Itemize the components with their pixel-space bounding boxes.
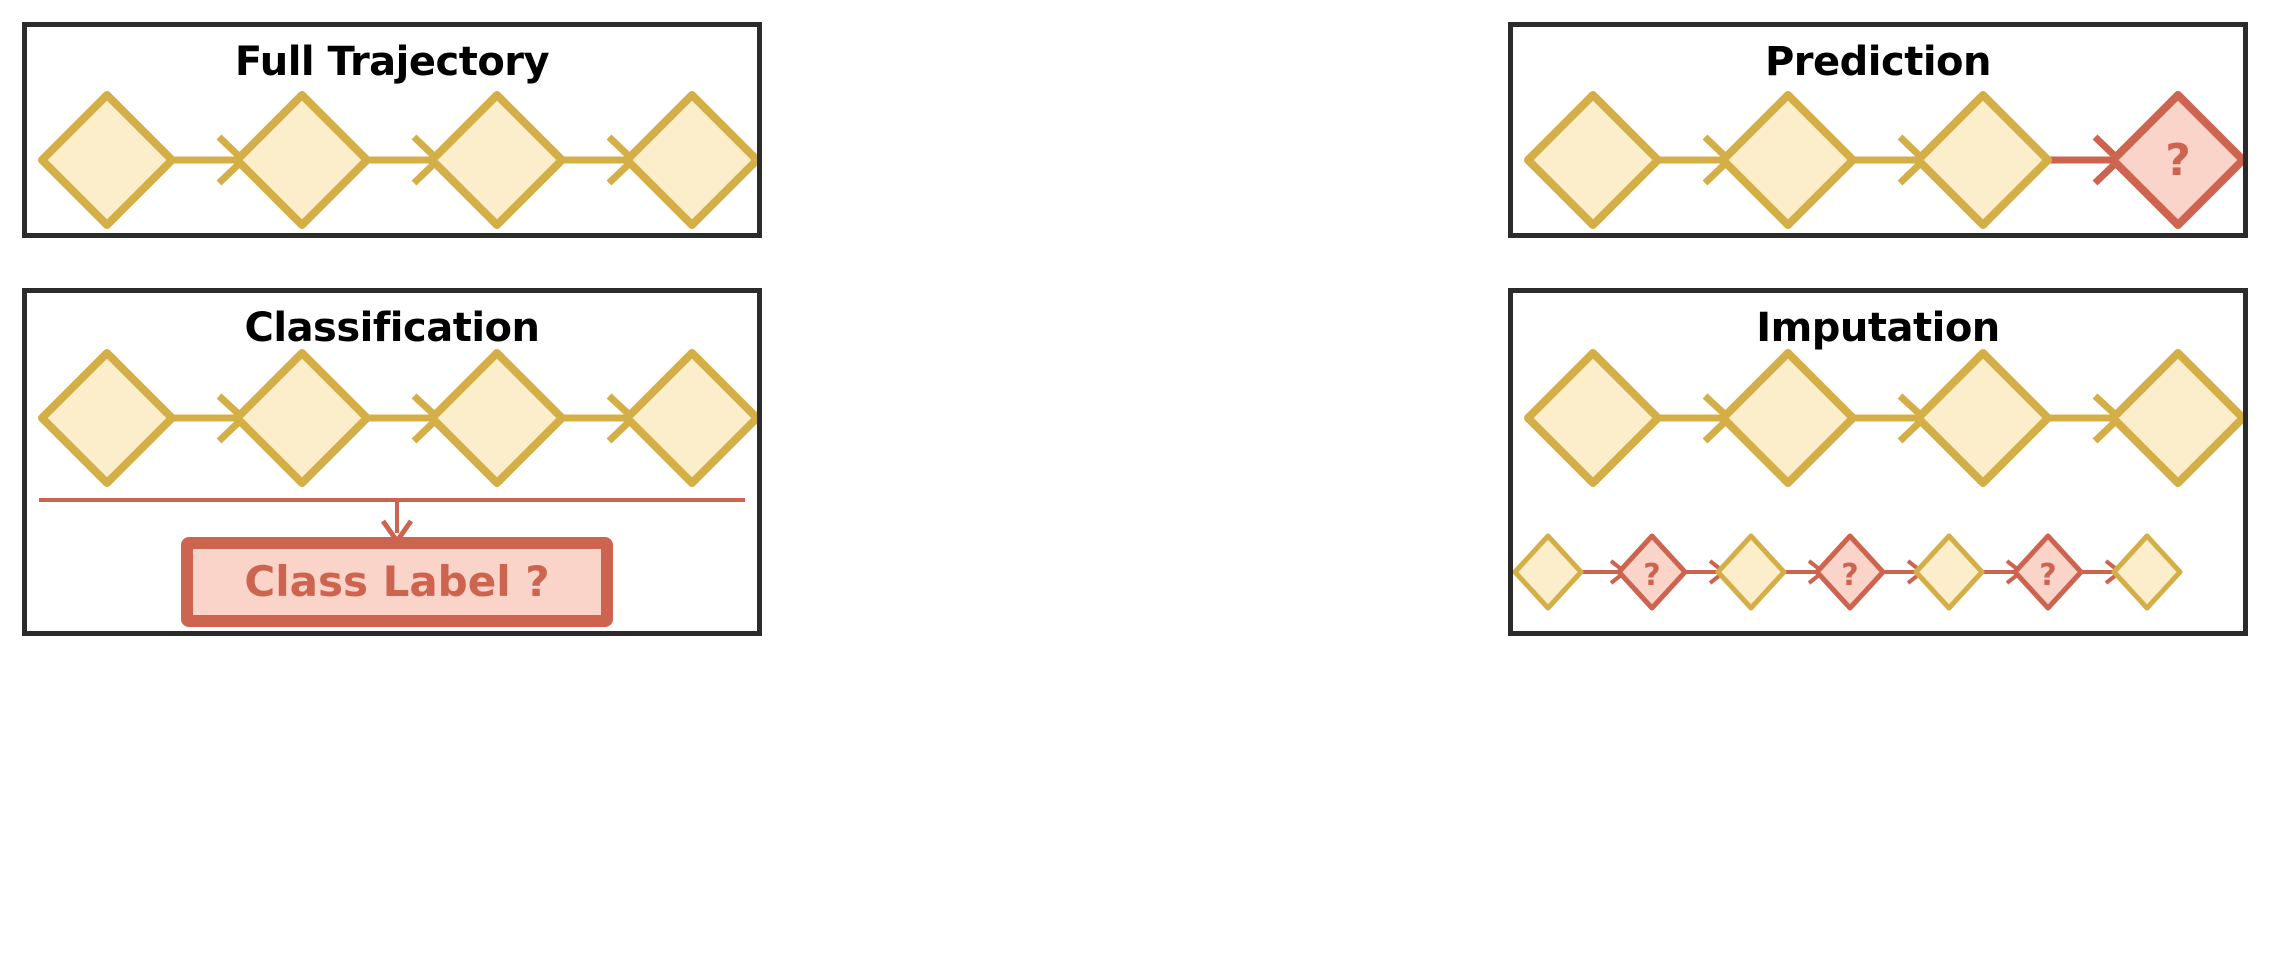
top-node-group <box>1524 349 2243 487</box>
node-diamond-known <box>2109 349 2243 487</box>
node-diamond-known <box>1719 91 1857 229</box>
class-label-connector <box>39 498 745 546</box>
imputation-diagram: ? ? ? <box>1513 349 2243 611</box>
panel-imputation: Imputation <box>1508 288 2248 636</box>
node-diamond-missing <box>1616 533 1688 611</box>
class-label-box[interactable] <box>181 537 613 627</box>
node-diamond-known <box>428 349 566 487</box>
prediction-diagram: ? <box>1524 91 2243 229</box>
node-question-mark: ? <box>1643 558 1660 593</box>
node-group <box>38 349 757 487</box>
node-diamond-known <box>1513 533 1584 611</box>
node-diamond-known <box>1715 533 1787 611</box>
panel-prediction: Prediction ? <box>1508 22 2248 238</box>
panel-classification: Classification <box>22 288 762 636</box>
classification-diagram: Class Label ? <box>38 349 757 627</box>
node-diamond-known <box>623 91 757 229</box>
node-group <box>38 91 757 229</box>
node-diamond-known <box>1719 349 1857 487</box>
node-diamond-known <box>1524 349 1662 487</box>
class-label-box-group[interactable]: Class Label ? <box>181 537 613 627</box>
full-trajectory-diagram <box>38 91 757 229</box>
node-diamond-known <box>38 349 176 487</box>
node-diamond-known <box>233 91 371 229</box>
node-diamond-known <box>1913 533 1985 611</box>
node-diamond-known <box>1524 91 1662 229</box>
node-diamond-missing <box>1814 533 1886 611</box>
node-question-mark: ? <box>1841 558 1858 593</box>
node-diamond-known <box>1914 349 2052 487</box>
panel-title-full-trajectory: Full Trajectory <box>234 39 550 85</box>
node-question-mark: ? <box>2039 558 2056 593</box>
node-diamond-known <box>428 91 566 229</box>
node-diamond-missing <box>2012 533 2084 611</box>
bottom-node-group: ? ? ? <box>1513 533 2183 611</box>
panel-title-imputation: Imputation <box>1756 305 2000 351</box>
node-diamond-known <box>623 349 757 487</box>
panel-full-trajectory: Full Trajectory <box>22 22 762 238</box>
node-question-mark: ? <box>2165 135 2191 186</box>
class-label-text: Class Label ? <box>244 557 549 606</box>
node-diamond-known <box>2111 533 2183 611</box>
panel-title-classification: Classification <box>244 305 541 351</box>
node-diamond-missing <box>2109 91 2243 229</box>
node-group: ? <box>1524 91 2243 229</box>
panel-title-prediction: Prediction <box>1764 39 1992 85</box>
node-diamond-known <box>38 91 176 229</box>
node-diamond-known <box>1914 91 2052 229</box>
node-diamond-known <box>233 349 371 487</box>
